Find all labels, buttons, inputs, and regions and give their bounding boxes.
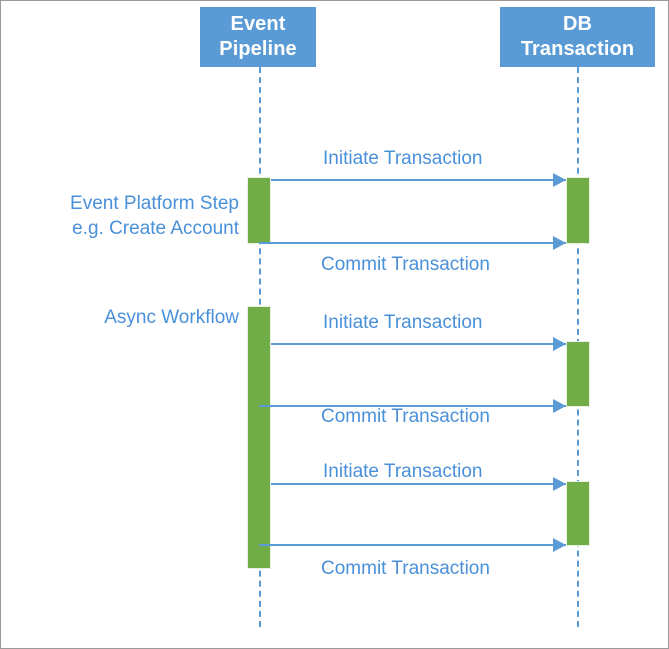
- annotation-event-platform-step: Event Platform Step e.g. Create Account: [70, 193, 239, 239]
- participant-db-transaction[interactable]: DB Transaction: [500, 7, 655, 67]
- participant-event-pipeline-label: Event Pipeline: [219, 13, 297, 60]
- arrowhead-icon-initiate-3: [553, 477, 566, 491]
- activation-bar-db-2: [566, 341, 590, 407]
- activation-bar-pipeline-1: [247, 177, 271, 244]
- message-line-initiate-1: [271, 179, 566, 181]
- arrowhead-icon-commit-1: [553, 236, 566, 250]
- activation-bar-db-1: [566, 177, 590, 244]
- participant-db-transaction-label: DB Transaction: [520, 13, 635, 60]
- activation-bar-db-3: [566, 481, 590, 546]
- arrowhead-icon-initiate-2: [553, 337, 566, 351]
- participant-event-pipeline[interactable]: Event Pipeline: [200, 7, 316, 67]
- message-label-initiate-3: Initiate Transaction: [323, 461, 483, 482]
- message-line-initiate-3: [271, 483, 566, 485]
- arrowhead-icon-commit-2: [553, 399, 566, 413]
- arrowhead-icon-commit-3: [553, 538, 566, 552]
- message-label-initiate-1: Initiate Transaction: [323, 148, 483, 169]
- message-line-commit-1: [259, 242, 566, 244]
- message-line-initiate-2: [271, 343, 566, 345]
- message-label-commit-3: Commit Transaction: [321, 558, 490, 579]
- message-label-initiate-2: Initiate Transaction: [323, 312, 483, 333]
- message-line-commit-2: [259, 405, 566, 407]
- arrowhead-icon-initiate-1: [553, 173, 566, 187]
- annotation-async-workflow: Async Workflow: [104, 307, 239, 328]
- message-label-commit-1: Commit Transaction: [321, 254, 490, 275]
- activation-bar-pipeline-2: [247, 306, 271, 569]
- message-line-commit-3: [259, 544, 566, 546]
- message-label-commit-2: Commit Transaction: [321, 406, 490, 427]
